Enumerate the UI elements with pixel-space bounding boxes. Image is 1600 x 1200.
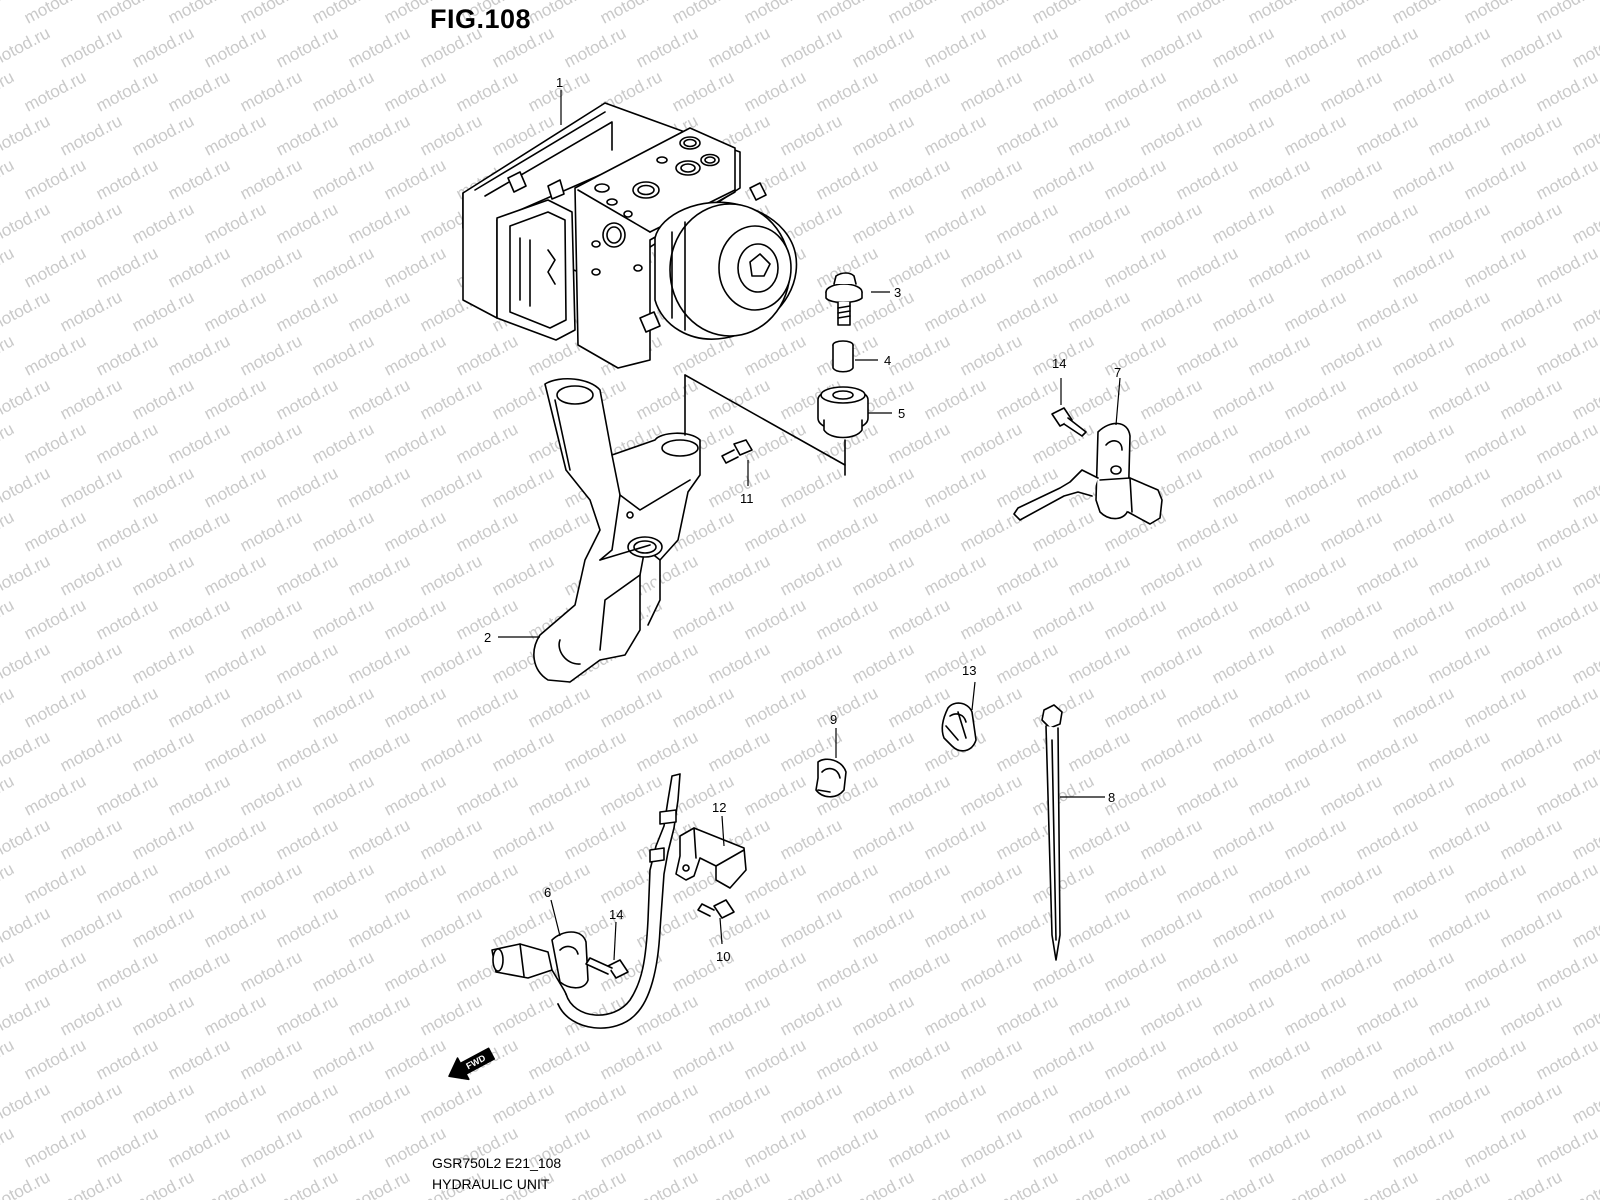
callout-12: 12 — [712, 800, 727, 815]
callout-2: 2 — [484, 630, 492, 645]
callout-5: 5 — [898, 406, 906, 421]
cushion-5-drawing — [817, 386, 869, 439]
model-code: GSR750L2 E21_108 — [432, 1155, 562, 1171]
bolt-11-drawing — [721, 439, 753, 464]
spacer-4-drawing — [832, 340, 854, 373]
callout-4: 4 — [884, 353, 892, 368]
clamp-9-drawing — [815, 758, 847, 798]
clamp-13-drawing — [941, 702, 977, 752]
callout-7: 7 — [1114, 365, 1122, 380]
front-sensor-6-drawing — [491, 773, 681, 1029]
callout-10: 10 — [716, 949, 731, 964]
callout-9: 9 — [830, 712, 838, 727]
callout-6: 6 — [544, 885, 552, 900]
callout-13: 13 — [962, 663, 977, 678]
callout-8: 8 — [1108, 790, 1116, 805]
hydraulic-unit-drawing — [462, 102, 798, 369]
bracket-drawing — [533, 377, 701, 683]
bolt-3-drawing — [825, 272, 863, 326]
section-title: HYDRAULIC UNIT — [432, 1176, 550, 1192]
figure-title: FIG.108 — [430, 4, 532, 34]
callout-14-upper: 14 — [1052, 356, 1067, 371]
fwd-arrow-icon — [448, 1047, 496, 1081]
bolt-10-drawing — [697, 899, 735, 919]
callout-11: 11 — [740, 491, 754, 506]
rear-sensor-7-drawing — [1013, 407, 1163, 525]
callout-3: 3 — [894, 285, 902, 300]
callout-14-lower: 14 — [609, 907, 624, 922]
sensor-clamp-12-drawing — [675, 827, 747, 889]
cable-tie-8-drawing — [1041, 704, 1063, 961]
callout-1: 1 — [556, 75, 564, 90]
